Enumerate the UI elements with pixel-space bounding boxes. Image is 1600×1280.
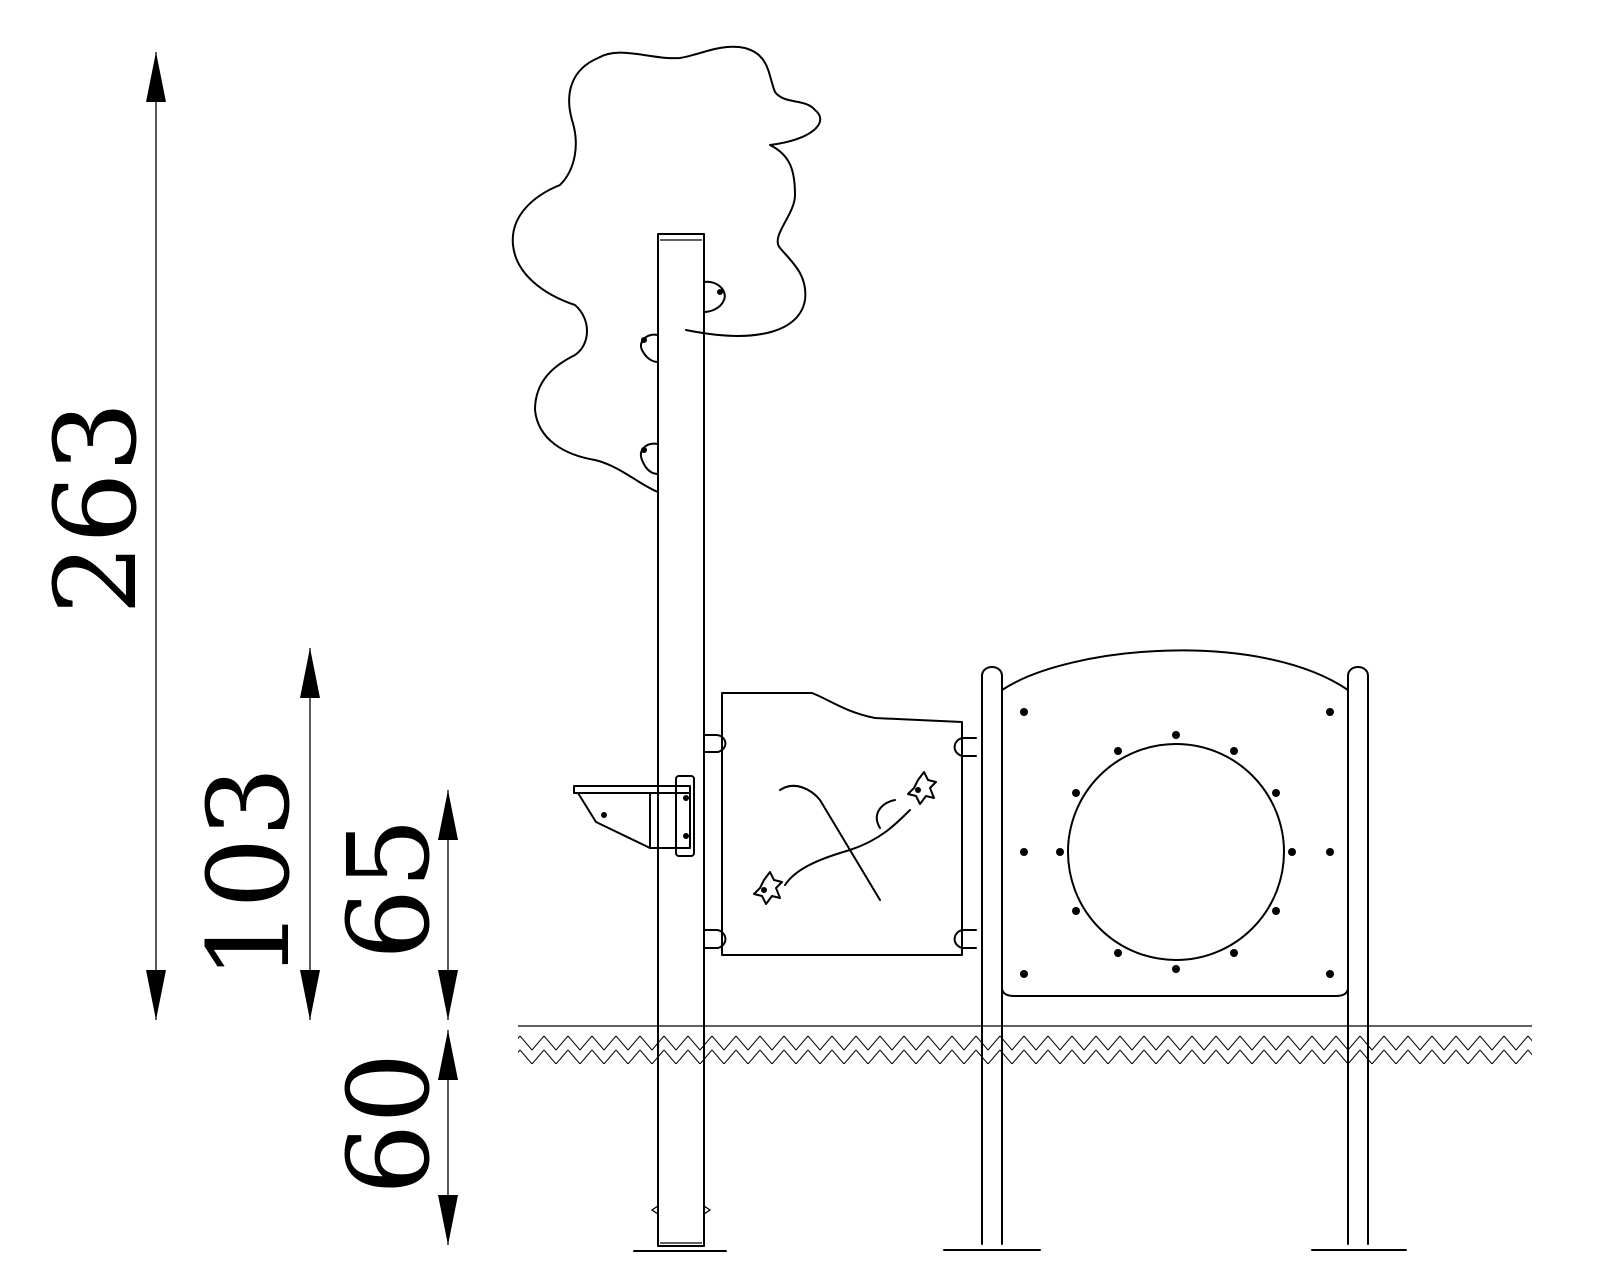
dimension-label-263: 263 — [32, 401, 162, 615]
dimension-263: 263 — [32, 52, 166, 1020]
tree-icon — [511, 45, 822, 493]
flower-icon — [753, 871, 783, 905]
flower-icon — [907, 771, 937, 805]
dimension-60: 60 — [325, 1030, 458, 1245]
dimension-label-103: 103 — [185, 766, 315, 980]
dimension-arrow-icon — [146, 52, 166, 102]
dimension-103: 103 — [185, 648, 320, 1020]
side-bracket — [573, 775, 695, 857]
leaf-panel — [703, 692, 977, 960]
dimension-label-60: 60 — [325, 1052, 455, 1195]
main-post — [633, 233, 727, 1252]
dimension-65: 65 — [325, 790, 458, 1020]
dimension-label-65: 65 — [325, 817, 455, 960]
post-holds — [640, 280, 726, 475]
porthole-panel — [943, 649, 1407, 1251]
ground-hatch — [518, 1025, 1532, 1064]
